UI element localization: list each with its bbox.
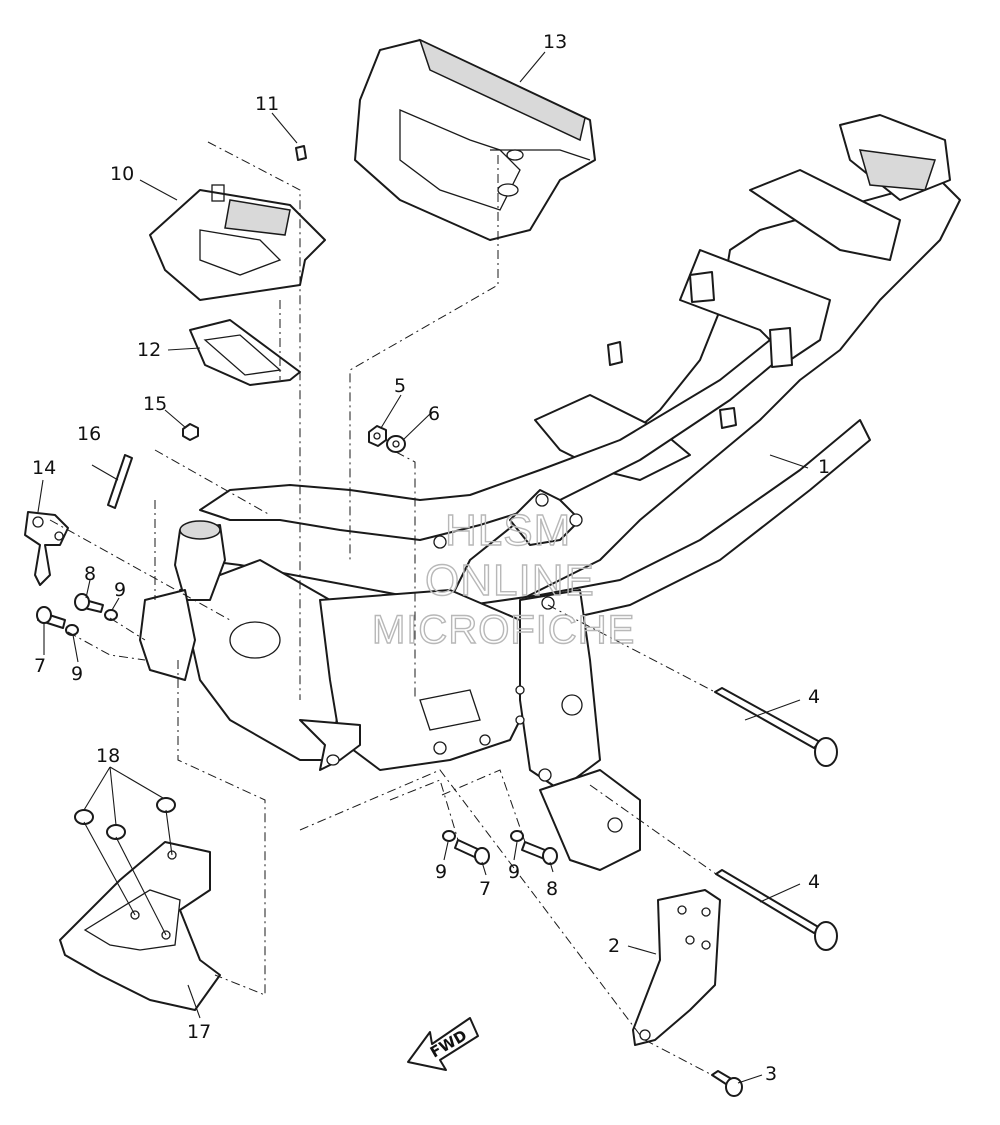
callout-8-left: 8 (84, 563, 96, 585)
washer-9-bottom-right[interactable] (510, 830, 524, 842)
assembly-lines (49, 141, 717, 1076)
callout-9-left-upper: 9 (114, 579, 126, 601)
plate-2[interactable] (632, 889, 721, 1046)
bracket-12[interactable] (189, 319, 301, 386)
rivet-11[interactable] (295, 145, 307, 161)
leader-lines (37, 51, 809, 1084)
washer-6[interactable] (386, 435, 406, 453)
callout-15: 15 (143, 393, 167, 415)
nut-5[interactable] (368, 425, 387, 447)
lower-cover[interactable] (59, 841, 221, 1011)
callout-11: 11 (255, 93, 279, 115)
callout-5: 5 (394, 375, 406, 397)
washer-9-left-lower[interactable] (65, 624, 79, 636)
callout-3: 3 (765, 1063, 777, 1085)
callout-10: 10 (110, 163, 134, 185)
watermark-line-3: MICROFICHE (372, 608, 635, 652)
callout-12: 12 (137, 339, 161, 361)
callout-17: 17 (187, 1021, 211, 1043)
bolt-7-bottom[interactable] (454, 839, 490, 865)
washer-9-left-upper[interactable] (104, 609, 118, 621)
callout-9-left-lower: 9 (71, 663, 83, 685)
callout-13: 13 (543, 31, 567, 53)
callout-7-bottom: 7 (479, 878, 491, 900)
bolt-8-bottom[interactable] (521, 841, 558, 865)
callout-7-left: 7 (34, 655, 46, 677)
watermark: HLSM ONLINE MICROFICHE (371, 505, 635, 652)
bracket-14[interactable] (24, 511, 69, 586)
callout-16: 16 (77, 423, 101, 445)
bolt-15[interactable] (182, 423, 199, 441)
long-bolt-upper[interactable] (714, 687, 838, 767)
callout-6: 6 (428, 403, 440, 425)
front-cover[interactable] (149, 184, 326, 301)
main-frame[interactable] (139, 114, 961, 871)
forward-direction-arrow: FWD (407, 1017, 479, 1071)
washer-9-bottom-left[interactable] (442, 830, 456, 842)
callout-14: 14 (32, 457, 56, 479)
long-bolt-lower[interactable] (715, 869, 838, 951)
callout-9-bottom-right: 9 (508, 861, 520, 883)
bolt-8-left[interactable] (74, 593, 104, 613)
bolt-7-left[interactable] (36, 606, 66, 629)
callout-9-bottom-left: 9 (435, 861, 447, 883)
callout-2: 2 (608, 935, 620, 957)
callout-8-bottom: 8 (546, 878, 558, 900)
callout-18: 18 (96, 745, 120, 767)
rear-cover[interactable] (354, 38, 596, 241)
watermark-line-1: HLSM (445, 506, 571, 555)
watermark-line-2: ONLINE (425, 556, 595, 605)
callout-4-lower: 4 (808, 871, 820, 893)
bolt-3[interactable] (711, 1070, 743, 1097)
callout-1: 1 (818, 456, 830, 478)
rivets-18[interactable] (74, 797, 176, 840)
strip-16[interactable] (107, 454, 133, 509)
callouts: 13 11 10 12 15 5 6 16 14 1 8 9 7 9 4 18 … (32, 31, 830, 1085)
callout-4-upper: 4 (808, 686, 820, 708)
